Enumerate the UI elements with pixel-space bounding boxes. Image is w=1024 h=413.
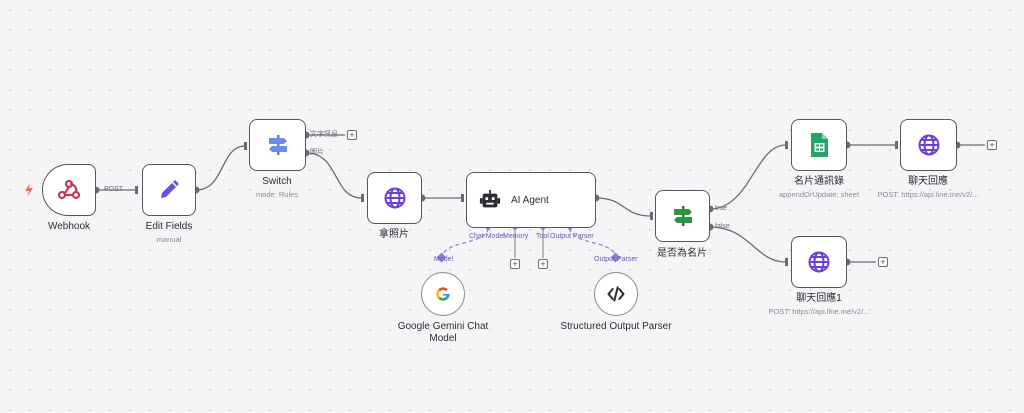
node-title: Edit Fields — [145, 221, 193, 232]
code-icon — [607, 286, 625, 302]
input-handle — [785, 141, 788, 149]
node-is-business-card[interactable] — [655, 190, 710, 242]
output-label: POST — [104, 186, 124, 193]
node-title: 聊天回應1 — [796, 293, 842, 304]
webhook-icon — [57, 179, 81, 200]
connector-model-in — [436, 252, 447, 263]
globe-icon — [808, 251, 830, 273]
input-handle — [895, 141, 898, 149]
add-node-button[interactable]: + — [878, 257, 888, 267]
edge-iscard-chatreply1 — [709, 226, 787, 263]
signpost-icon — [673, 206, 692, 226]
node-title: 是否為名片 — [657, 248, 707, 259]
node-title: Webhook — [47, 221, 91, 232]
add-node-button[interactable]: + — [347, 130, 357, 140]
signpost-icon — [268, 135, 287, 155]
trigger-bolt-icon — [25, 183, 33, 197]
node-title: 聊天回應 — [908, 176, 948, 187]
edge-editfields-switch — [195, 145, 246, 191]
node-structured-output-parser[interactable] — [594, 272, 638, 316]
edge-switch-image-getphoto — [305, 152, 363, 199]
input-handle — [461, 194, 464, 202]
connector-label: Output Parser — [550, 233, 594, 240]
node-webhook[interactable] — [42, 164, 96, 216]
node-edit-fields[interactable] — [142, 164, 196, 216]
add-memory-button[interactable]: + — [510, 259, 520, 269]
node-subtitle: appendOrUpdate: sheet — [778, 190, 860, 199]
node-title: 名片通訊錄 — [794, 176, 844, 187]
node-card-contacts-sheet[interactable] — [791, 119, 847, 171]
connector-parser-in — [610, 252, 621, 263]
input-handle — [785, 258, 788, 266]
node-subtitle: POST: https://api.line.me/v2/... — [877, 190, 979, 199]
node-switch[interactable] — [249, 119, 306, 171]
node-title: 拿照片 — [379, 229, 409, 240]
connector-label: Tool — [536, 233, 549, 240]
node-chat-reply-1[interactable] — [791, 236, 847, 288]
google-sheets-icon — [811, 133, 828, 157]
input-handle — [650, 212, 653, 220]
node-title: Structured Output Parser — [560, 321, 672, 332]
pencil-icon — [161, 180, 179, 198]
node-ai-agent[interactable]: AI Agent — [466, 172, 596, 228]
output-label: false — [715, 223, 730, 230]
google-icon — [436, 287, 450, 301]
connector-label: Chat Model — [469, 233, 505, 240]
input-handle — [361, 194, 364, 202]
node-subtitle: manual — [156, 235, 182, 244]
edge-chatmodel-gemini — [441, 227, 489, 259]
output-label: 文字訊息 — [310, 131, 338, 138]
input-label: Model — [434, 256, 454, 263]
input-label: Output Parser — [594, 256, 638, 263]
node-get-photo[interactable] — [367, 172, 422, 224]
node-title: Google Gemini Chat Model — [397, 321, 489, 344]
add-tool-button[interactable]: + — [538, 259, 548, 269]
edge-agent-iscard — [595, 197, 652, 217]
node-title: AI Agent — [511, 194, 549, 206]
output-label: true — [715, 205, 728, 212]
node-chat-reply[interactable] — [900, 119, 957, 171]
add-node-button[interactable]: + — [987, 140, 997, 150]
globe-icon — [384, 187, 405, 209]
connector-label: Memory — [503, 233, 529, 240]
node-title: Switch — [262, 176, 292, 187]
edge-parser-output — [569, 227, 617, 259]
node-gemini-chat-model[interactable] — [421, 272, 465, 316]
node-subtitle: POST: https://api.line.me/v2/... — [768, 307, 870, 316]
input-handle — [135, 186, 138, 194]
input-handle — [244, 142, 247, 150]
output-label: 圖片 — [310, 149, 324, 156]
robot-icon — [479, 189, 501, 208]
node-subtitle: mode: Rules — [255, 190, 299, 199]
globe-icon — [918, 134, 939, 156]
edge-iscard-cardlog — [709, 144, 787, 210]
